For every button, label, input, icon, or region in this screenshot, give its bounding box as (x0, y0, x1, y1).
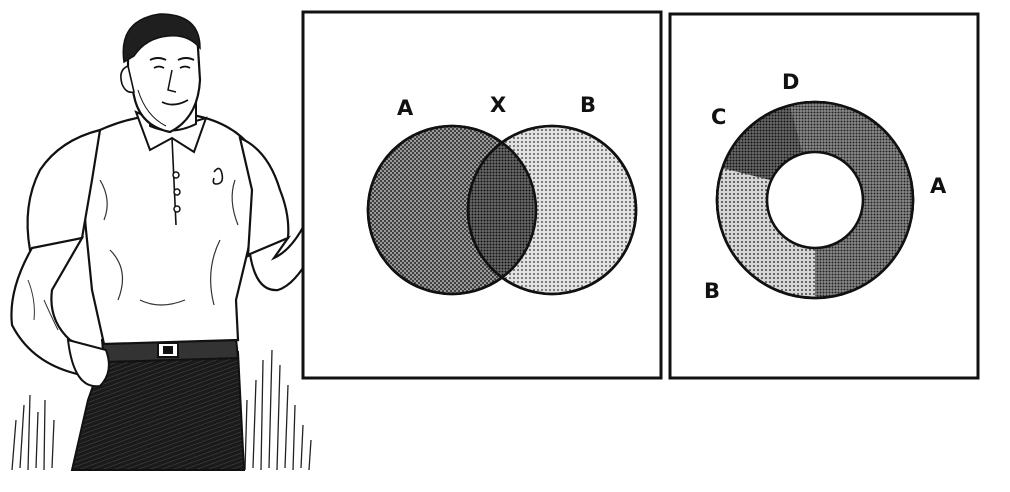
venn-label-x: X (490, 93, 506, 117)
ring-segment-d (790, 101, 860, 158)
ring-label-a: A (930, 174, 947, 198)
shirt-sleeve-left (26, 128, 102, 252)
hair (122, 13, 201, 64)
shirt-button-2 (173, 188, 181, 196)
ring-hole (765, 150, 865, 250)
face-features (137, 57, 195, 127)
ring-board: D C A B (668, 12, 980, 380)
presenter-figure (10, 13, 366, 471)
shirt-logo (212, 167, 224, 185)
ring-label-c: C (711, 105, 726, 129)
venn-intersection (468, 126, 536, 294)
ring-segment-c (722, 105, 803, 180)
shirt-button-3 (173, 205, 181, 213)
venn-label-b: B (580, 93, 596, 117)
shirt-button-1 (172, 171, 180, 179)
venn-board: A X B (301, 10, 663, 380)
hand-left (66, 338, 110, 388)
ring-label-b: B (704, 279, 720, 303)
ring-label-d: D (782, 70, 799, 94)
shirt-folds (99, 179, 239, 306)
ground-hatching (11, 349, 312, 471)
arm-left (10, 236, 106, 382)
shirt-torso (83, 112, 260, 346)
ear (120, 64, 135, 94)
venn-label-a: A (397, 96, 414, 120)
